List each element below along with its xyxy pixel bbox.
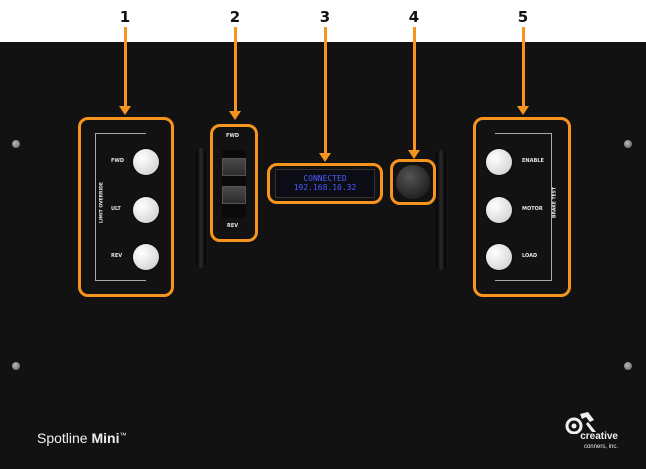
callout-line-3 [324,27,327,155]
fader-highlight [210,124,258,242]
creative-conners-logo: creative conners, inc. [560,410,620,450]
limit-override-highlight [78,117,174,297]
fader-fwd-label: FWD [226,133,240,139]
limit-override-title: LIMIT OVERRIDE [99,182,105,224]
callout-arrow-2 [229,111,241,120]
right-handle [436,150,446,270]
brake-enable-button[interactable] [486,149,512,175]
callout-line-2 [234,27,237,111]
callout-2: 2 [229,8,241,26]
callout-arrow-4 [408,150,420,159]
screw-icon [624,140,632,148]
fader-rev-label: REV [227,223,239,229]
callout-4: 4 [408,8,420,26]
brake-motor-label: MOTOR [522,206,543,212]
limit-rev-label: REV [111,253,123,259]
rotary-knob[interactable] [396,165,430,199]
brake-test-title: BRAKE TEST [552,187,558,218]
limit-rev-button[interactable] [133,244,159,270]
callout-line-4 [413,27,416,151]
limit-ult-button[interactable] [133,197,159,223]
display-ip-text: 192.168.10.32 [293,183,357,192]
callout-3: 3 [319,8,331,26]
brake-motor-button[interactable] [486,197,512,223]
limit-override-bracket [95,133,146,281]
limit-ult-label: ULT [111,206,121,212]
callout-line-5 [522,27,525,107]
limit-fwd-label: FWD [111,158,125,164]
callout-arrow-3 [319,153,331,162]
logo-text-sub: conners, inc. [583,444,618,450]
screw-icon [12,362,20,370]
display-status-text: CONNECTED [303,174,347,183]
status-display: CONNECTED 192.168.10.32 [275,169,375,198]
brand-name-light: Spotline [37,430,92,446]
callout-arrow-5 [517,106,529,115]
brake-enable-label: ENABLE [522,158,544,164]
screw-icon [624,362,632,370]
fader-cap-upper[interactable] [222,158,246,176]
brake-test-bracket [495,133,552,281]
callout-arrow-1 [119,106,131,115]
left-handle [196,148,206,268]
brake-test-highlight [473,117,571,297]
callout-5: 5 [517,8,529,26]
callout-line-1 [124,27,127,107]
logo-mark-icon [565,412,596,435]
brand-name: Spotline Mini™ [37,430,126,446]
fader-cap-lower[interactable] [222,186,246,204]
limit-fwd-button[interactable] [133,149,159,175]
control-panel [0,42,646,469]
knob-highlight [390,159,436,205]
logo-text-main: creative [580,431,618,442]
brand-trademark: ™ [119,432,127,440]
display-highlight [267,163,383,204]
screw-icon [12,140,20,148]
callout-1: 1 [119,8,131,26]
brake-load-button[interactable] [486,244,512,270]
brand-name-bold: Mini [91,430,120,446]
brake-load-label: LOAD [522,253,538,259]
